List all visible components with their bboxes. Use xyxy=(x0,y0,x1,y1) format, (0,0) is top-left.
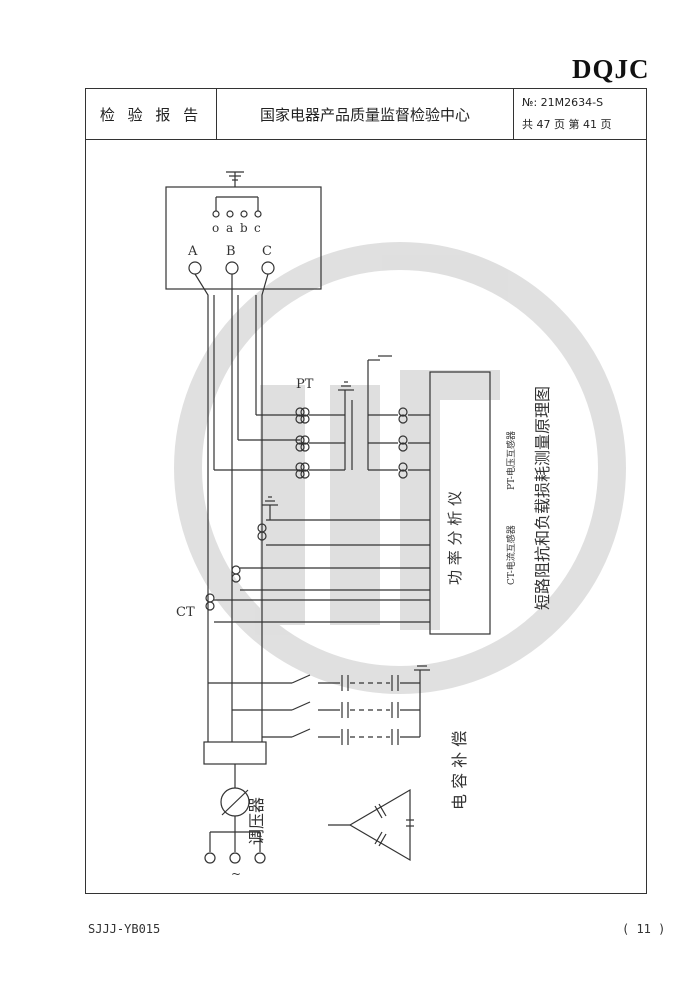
watermark-seal xyxy=(174,242,626,694)
regulator-label: 调压器 xyxy=(247,797,266,845)
terminal-c: c xyxy=(254,221,261,235)
pt-label: PT xyxy=(296,377,314,392)
pt-coils xyxy=(295,407,310,479)
terminal-a: a xyxy=(226,221,233,235)
report-meta: №: 21M2634-S 共 47 页 第 41 页 xyxy=(514,89,646,139)
report-header: 检 验 报 告 国家电器产品质量监督检验中心 №: 21M2634-S 共 47… xyxy=(85,88,647,140)
terminal-b: b xyxy=(240,221,248,235)
ct-label: CT xyxy=(176,605,195,620)
capacitor-label: 电 容 补 偿 xyxy=(450,731,469,810)
ct-note: CT-电流互感器 xyxy=(505,525,517,585)
center-name: 国家电器产品质量监督检验中心 xyxy=(217,89,514,139)
form-code: SJJJ-YB015 xyxy=(88,922,161,936)
test-transformer-box xyxy=(165,186,322,290)
terminal-B: B xyxy=(226,244,236,259)
pt-note: PT-电压互感器 xyxy=(505,431,517,490)
power-analyzer-box xyxy=(429,371,491,635)
brand-mark: DQJC xyxy=(572,54,650,84)
terminal-C: C xyxy=(262,244,272,259)
report-body-frame xyxy=(85,140,647,894)
ac-source-symbol: ~ xyxy=(231,867,241,881)
report-number: №: 21M2634-S xyxy=(522,96,604,110)
terminal-o: o xyxy=(212,221,219,235)
diagram-caption: 短路阻抗和负载损耗测量原理图 xyxy=(533,386,552,610)
page-info: 共 47 页 第 41 页 xyxy=(522,117,612,131)
report-label: 检 验 报 告 xyxy=(86,89,217,139)
page-number: ( 11 ) xyxy=(622,922,666,936)
delta-capacitor xyxy=(328,788,414,862)
power-analyzer-label: 功 率 分 析 仪 xyxy=(446,491,464,585)
terminal-A: A xyxy=(187,244,198,259)
capacitor-bank xyxy=(208,665,430,745)
